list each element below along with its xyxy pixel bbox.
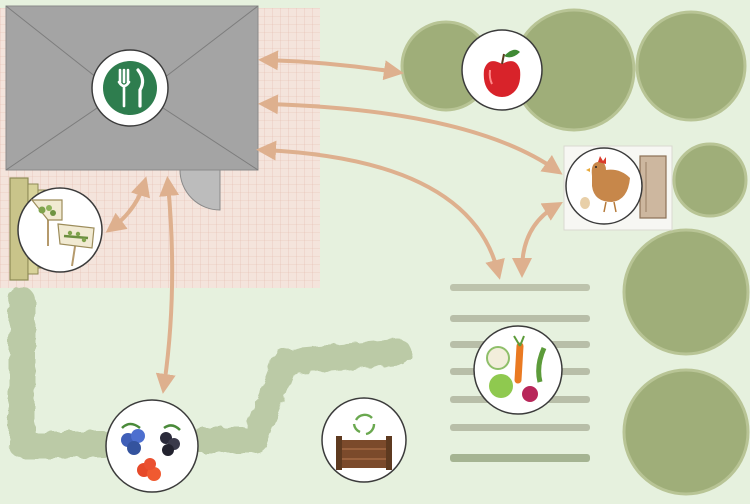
herbs-badge [17, 187, 103, 273]
tree [635, 10, 747, 122]
hedge [9, 287, 411, 458]
chickens-badge [565, 147, 643, 225]
arrow-house-to-trees [258, 50, 404, 81]
herb-label-icon [30, 199, 95, 267]
kitchen-badge [91, 49, 169, 127]
arrow-house-to-berries [155, 176, 180, 394]
arrow-house-to-herbs [105, 176, 151, 233]
berries-badge [105, 399, 199, 493]
flow-arrows [105, 50, 563, 394]
recycle-icon [352, 413, 376, 436]
house-roof [5, 5, 259, 171]
tree [622, 228, 750, 356]
tree [672, 142, 748, 218]
compost-badge [321, 397, 407, 483]
hen-icon [580, 156, 630, 213]
vegetable-row [450, 424, 590, 431]
vegetable-row [450, 284, 590, 291]
tree [622, 368, 750, 496]
arrow-house-to-chickens [258, 94, 563, 175]
fork-knife-icon [103, 61, 157, 115]
vegetables-badge [473, 325, 563, 415]
compost-crate-icon [336, 413, 392, 470]
door-swing [179, 169, 221, 211]
apple-icon [483, 49, 521, 97]
vegetable-row [450, 454, 590, 462]
vegetables-icon [486, 335, 547, 402]
berries-icon [121, 422, 181, 481]
fruit-trees-badge [461, 29, 543, 111]
vegetable-row [450, 315, 590, 322]
arrow-house-to-vegetables [256, 140, 505, 280]
arrow-chickens-to-vegetables [512, 201, 563, 278]
